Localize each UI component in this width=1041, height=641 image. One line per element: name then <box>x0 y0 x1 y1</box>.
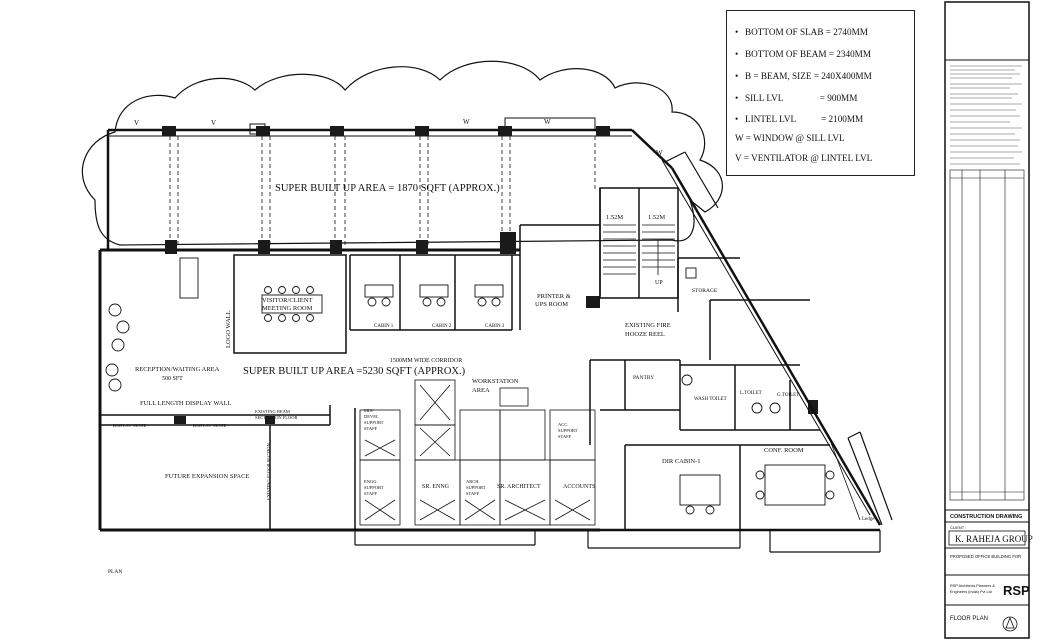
north-arrow-icon <box>1002 616 1018 632</box>
legend-item: • BOTTOM OF BEAM = 2340MM <box>735 49 871 59</box>
notes-lines <box>950 65 1022 165</box>
legend-note-ventilator: V = VENTILATOR @ LINTEL LVL <box>735 153 873 163</box>
meeting-room-label-2: MEETING ROOM <box>262 305 313 312</box>
legend-text: SILL LVL = 900MM <box>745 93 858 103</box>
cabin2-label: CABIN 2 <box>432 324 452 329</box>
window-marker-1: W <box>463 118 470 126</box>
existing-beam-label-2: SECTION ON FLOOR <box>255 415 298 420</box>
corridor-label: 1500MM WIDE CORRIDOR <box>390 358 462 364</box>
workstation-label-2: AREA <box>472 387 490 394</box>
engg-label-2: SUPPORT <box>364 485 384 490</box>
stair-width-1: 1.52M <box>606 214 623 221</box>
legend-bullet: • <box>735 71 739 81</box>
opening-markers: V V W W W <box>134 118 663 157</box>
drawing-type-label: CONSTRUCTION DRAWING <box>950 514 1022 520</box>
acc-support-label-1: ACC. <box>558 422 568 427</box>
consultant-logo: RSP <box>1003 583 1030 598</box>
legend-note-window: W = WINDOW @ SILL LVL <box>735 133 845 143</box>
future-expansion-label: FUTURE EXPANSION SPACE <box>165 473 249 480</box>
window-marker-3: W <box>656 149 663 157</box>
existing-beam-label-1: EXISTING BEAM <box>255 409 290 414</box>
staircase <box>603 224 675 275</box>
display-wall-label: FULL LENGTH DISPLAY WALL <box>140 400 231 407</box>
consultant-line-2: Engineers (India) Pvt Ltd <box>950 590 992 594</box>
wtoilet-label: WASH TOILET <box>694 397 727 402</box>
lower-block-walls <box>98 151 893 553</box>
area-labels: SUPER BUILT UP AREA = 1870 SQFT (APPROX.… <box>243 183 500 377</box>
plan-label: PLAN <box>108 569 122 575</box>
title-block: CONSTRUCTION DRAWING CLIENT : K. RAHEJA … <box>944 1 1033 639</box>
engg-label-1: ENGG. <box>364 479 378 484</box>
gtoilet-label: G.TOILET <box>777 393 799 398</box>
legend-text: B = BEAM, SIZE = 240X400MM <box>745 71 872 81</box>
lower-area-label: SUPER BUILT UP AREA =5230 SQFT (APPROX.) <box>243 366 466 377</box>
arch-support-label-3: STAFF <box>466 491 480 496</box>
arch-support-label-1: ARCH. <box>466 479 480 484</box>
sr-architect-label: SR. ARCHITECT <box>497 484 541 490</box>
client-caption: CLIENT : <box>950 525 966 530</box>
revision-cloud <box>81 60 723 246</box>
ltoilet-label: L.TOILET <box>740 391 762 396</box>
arch-support-label-2: SUPPORT <box>466 485 486 490</box>
workstation-grid <box>359 379 596 526</box>
project-title: PROPOSED OFFICE BUILDING FOR <box>950 554 1021 559</box>
furniture-symbols <box>105 257 835 515</box>
cabin3-label: CABIN 3 <box>485 324 505 329</box>
pantry-label: PANTRY <box>633 375 654 381</box>
legend-text: BOTTOM OF BEAM = 2340MM <box>745 49 871 59</box>
window-marker-2: W <box>544 118 551 126</box>
legend-text: BOTTOM OF SLAB = 2740MM <box>745 27 868 37</box>
workstation-label-1: WORKSTATION <box>472 378 519 385</box>
stair-width-2: 1.52M <box>648 214 665 221</box>
future-vertical-label: EXISTING FLOOR SECTION <box>266 443 271 500</box>
interior-partitions <box>100 187 830 530</box>
legend-bullet: • <box>735 49 739 59</box>
sheet-title: FLOOR PLAN <box>950 616 988 622</box>
mis-label-1: MIS/ <box>364 408 374 413</box>
storage-label: STORAGE <box>692 288 718 294</box>
cabin1-label: CABIN 1 <box>374 324 394 329</box>
mis-label-3: SUPPORT <box>364 420 384 425</box>
fire-label-1: EXISTING FIRE <box>625 322 671 329</box>
legend-text: LINTEL LVL = 2100MM <box>745 114 864 124</box>
structural-columns <box>162 126 818 424</box>
legend-item: • BOTTOM OF SLAB = 2740MM <box>735 27 868 37</box>
meeting-room-label-1: VISITOR/CLIENT <box>262 297 312 304</box>
consultant-line-1: RSP Architects Planners & <box>950 584 995 588</box>
acc-support-label-2: SUPPORT <box>558 428 578 433</box>
up-label: UP <box>655 280 663 286</box>
logo-wall-label: LOGO WALL <box>225 310 232 348</box>
reception-label-1: RECEPTION/WAITING AREA <box>135 366 220 373</box>
legend-bullet: • <box>735 114 739 124</box>
revision-table <box>949 169 1025 501</box>
legend-bullet: • <box>735 93 739 103</box>
ledge-label: Ledge <box>862 517 875 522</box>
sr-engg-label: SR. ENNG <box>422 484 450 490</box>
specification-legend: • BOTTOM OF SLAB = 2740MM • BOTTOM OF BEAM… <box>726 10 915 176</box>
acc-support-label-3: STAFF <box>558 434 572 439</box>
printer-label-2: UPS ROOM <box>535 301 568 308</box>
mis-label-2: DEVEL <box>364 414 379 419</box>
legend-item: • SILL LVL = 900MM <box>735 93 857 103</box>
printer-label-1: PRINTER & <box>537 293 571 300</box>
dir-cabin-label: DIR CABIN-1 <box>662 458 700 465</box>
display-niche-2-label: DISPLAY NICHE <box>193 423 227 428</box>
conf-room-label: CONF. ROOM <box>764 447 804 454</box>
reception-label-2: 500 SFT <box>162 376 183 382</box>
mis-label-4: STAFF <box>364 426 378 431</box>
display-niche-1-label: DISPLAY NICHE <box>113 423 147 428</box>
ventilator-marker-2: V <box>211 119 216 127</box>
legend-bullet: • <box>735 27 739 37</box>
fire-label-2: HOOZE REEL <box>625 331 665 338</box>
ventilator-marker-1: V <box>134 119 139 127</box>
room-labels: VISITOR/CLIENT MEETING ROOM LOGO WALL CA… <box>108 214 875 575</box>
legend-item: • LINTEL LVL = 2100MM <box>735 114 863 124</box>
accounts-label: ACCOUNTS <box>563 484 595 490</box>
upper-area-label: SUPER BUILT UP AREA = 1870 SQFT (APPROX.… <box>275 183 500 194</box>
engg-label-3: STAFF <box>364 491 378 496</box>
client-name: K. RAHEJA GROUP <box>955 534 1033 544</box>
legend-item: • B = BEAM, SIZE = 240X400MM <box>735 71 872 81</box>
